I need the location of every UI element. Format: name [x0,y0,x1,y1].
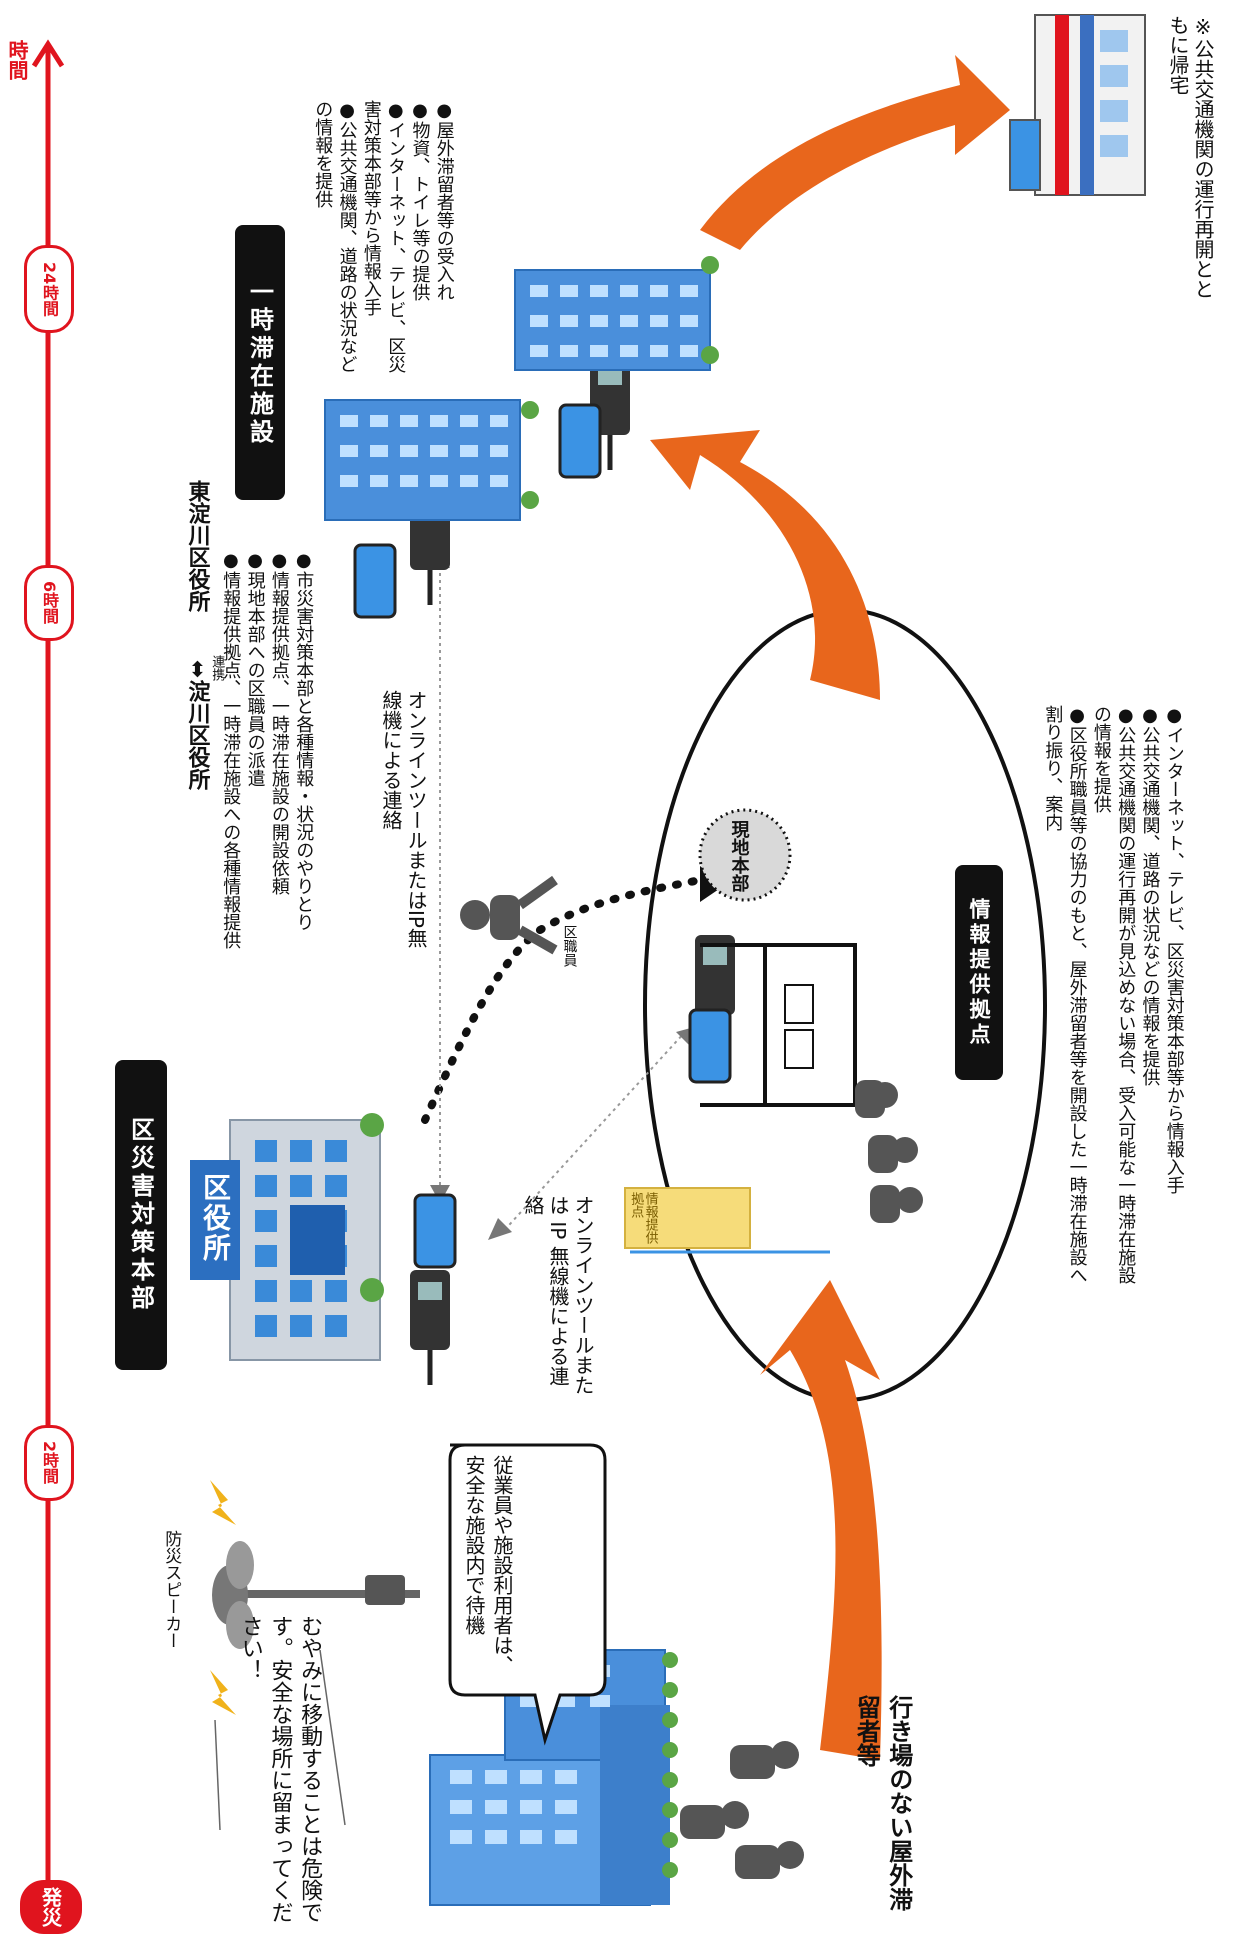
timeline-arrowhead [31,39,65,68]
hq-items: ●市災害対策本部と各種情報・状況のやりとり ●情報提供拠点、一時滞在施設の開設依… [218,550,315,949]
field-hq-circle [698,808,792,902]
info-point-item-1: ●インターネット、テレビ、区災害対策本部等から情報入手 [1163,705,1185,1194]
return-note: ※公共交通機関の運行再開とともに帰宅 [1166,15,1215,299]
info-point-item-4: ●区役所職員等の協力のもと、屋外滞留者等を開設した一時滞在施設へ割り振り、案内 [1042,705,1088,1284]
temp-facility-item-1: ●屋外滞留者等の受入れ [433,100,455,301]
info-sign-text: 情報提供拠点 [628,1192,658,1244]
train-icon [1009,14,1146,196]
hq-item-2: ●情報提供拠点、一時滞在施設の開設依頼 [268,550,290,895]
phone-icon-hq [413,1193,457,1269]
radio-icon-hq [410,1270,450,1385]
info-point-people-icon [855,1080,923,1223]
temp-facility-title: 一時滞在施設 [235,225,285,500]
temp-facility-items: ●屋外滞留者等の受入れ ●物資、トイレ等の提供 ●インターネット、テレビ、区災害… [310,100,456,390]
building-bubble-text: 従業員や施設利用者は、安全な施設内で待機 [462,1455,514,1675]
speaker-callout-line-1 [214,1719,221,1831]
temp-facility-building-b [514,256,719,371]
info-table-icon [700,943,857,1107]
timeline-start-label: 発災 [20,1880,82,1934]
staff-label: 区職員 [561,925,578,967]
info-point-item-2: ●公共交通機関、道路の状況などの情報を提供 [1139,705,1161,1086]
info-signboard [624,1187,751,1249]
phone-icon-facility-b [558,403,602,479]
orange-arrow-3 [700,55,1010,250]
hq-item-4: ●情報提供拠点、一時滞在施設への各種情報提供 [220,550,242,949]
disaster-speaker-icon [210,1480,420,1715]
timeline-marker-6h: 6時間 [24,565,74,641]
ward-office-sign: 区役所 [199,1172,232,1263]
info-point-title: 情報提供拠点 [955,865,1003,1080]
info-point-item-3: ●公共交通機関の運行再開が見込めない場合、受入可能な一時滞在施設の情報を提供 [1090,705,1137,1284]
temp-facility-building-a [324,399,539,521]
ward-office-building [190,1113,384,1361]
orange-arrow-1 [760,1280,882,1760]
orange-arrow-2 [650,430,880,700]
comm-label-a: オンラインツールまたはIP無線機による連絡 [379,690,428,948]
hq-link-arrow: ⬌ [184,660,210,679]
info-point-items: ●インターネット、テレビ、区災害対策本部等から情報入手 ●公共交通機関、道路の状… [1040,705,1186,1285]
office-buildings-left [429,1649,678,1906]
hq-item-1: ●市災害対策本部と各種情報・状況のやりとり [293,550,315,931]
hq-link-label: 連携 [209,655,225,681]
comm-label-b: オンラインツールまたは IP 無線機による連絡 [521,1195,595,1395]
hq-link-right: 東淀川区役所 [184,480,210,612]
speaker-callout-line-2 [319,1649,346,1826]
temp-facility-item-3: ●インターネット、テレビ、区災害対策本部等から情報入手 [360,100,407,373]
comm-line-arrow-a [488,1218,512,1240]
hq-link-left: 淀川区役所 [184,680,210,790]
stranded-people-icon [680,1741,804,1879]
stranded-label: 行き場のない屋外滞留者等 [852,1695,913,1911]
hq-title: 区災害対策本部 [115,1060,167,1370]
building-speech-bubble [448,1443,607,1746]
temp-facility-item-4: ●公共交通機関、道路の状況などの情報を提供 [312,100,358,373]
hq-item-3: ●現地本部への区職員の派遣 [244,550,266,787]
staff-route [421,876,704,1124]
speaker-label: 防災スピーカー [161,1530,182,1649]
field-hq-label: 現地本部 [728,820,750,892]
phone-icon-infopoint [688,1008,732,1084]
timeline-end-label: 時間 [5,40,29,80]
temp-facility-item-2: ●物資、トイレ等の提供 [409,100,431,301]
phone-icon-facility-a [353,543,397,619]
timeline-marker-2h: 2時間 [24,1425,74,1501]
walking-staff-icon [460,875,558,955]
timeline-marker-24h: 24時間 [24,245,74,333]
speaker-message: むやみに移動することは危険です。安全な場所に留まってください！ [237,1615,323,1923]
